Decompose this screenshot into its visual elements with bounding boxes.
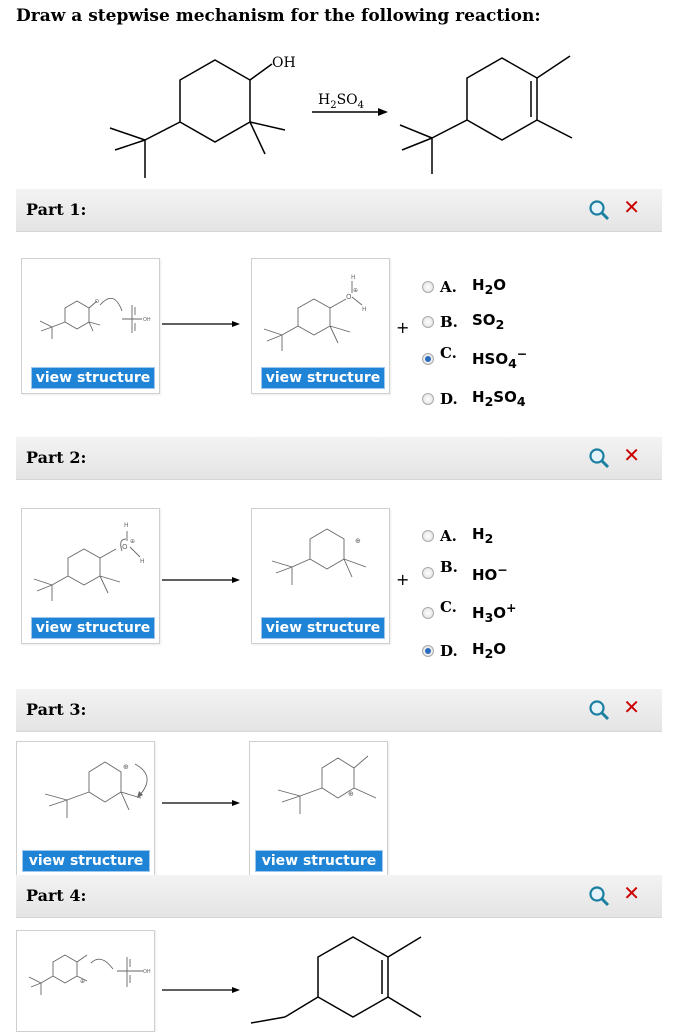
view-structure-button[interactable]: view structure	[261, 367, 385, 389]
radio-button[interactable]	[422, 392, 434, 405]
svg-text:O: O	[95, 299, 99, 305]
close-icon[interactable]: ✕	[623, 695, 640, 719]
svg-text:H: H	[140, 558, 145, 565]
magnifier-icon[interactable]	[588, 885, 610, 907]
radio-button[interactable]	[422, 567, 434, 579]
view-structure-button[interactable]: view structure	[31, 617, 155, 639]
part-4-header: Part 4: ✕	[16, 875, 662, 918]
part-4-reactant-box[interactable]: ⊕ OH	[16, 930, 155, 1032]
part-1-option-d[interactable]: D. H2SO4	[422, 388, 526, 409]
view-structure-button[interactable]: view structure	[255, 850, 383, 872]
close-icon[interactable]: ✕	[623, 881, 640, 905]
plus-sign: +	[396, 318, 410, 337]
question-title: Draw a stepwise mechanism for the follow…	[16, 6, 541, 26]
part-2-product-drawing: ⊕	[271, 528, 367, 585]
close-icon[interactable]: ✕	[623, 443, 640, 467]
radio-button-selected[interactable]	[422, 644, 434, 657]
plus-sign: +	[396, 570, 410, 589]
part-3-reactant-drawing: ⊕	[44, 761, 148, 818]
part-2-header: Part 2: ✕	[16, 437, 662, 480]
svg-text:H: H	[351, 274, 356, 281]
radio-button[interactable]	[422, 606, 434, 619]
svg-text:OH: OH	[143, 969, 151, 975]
reactant-ring	[179, 59, 251, 143]
magnifier-icon[interactable]	[588, 699, 610, 721]
part-3-arrow	[162, 800, 240, 806]
part-2-product-box[interactable]: ⊕ view structure	[251, 508, 390, 644]
part-4-arrow	[162, 987, 240, 993]
part-1-product-drawing: H O ⊕ H	[263, 274, 367, 351]
part-1-label: Part 1:	[26, 200, 87, 219]
radio-button[interactable]	[422, 529, 434, 542]
svg-text:H: H	[124, 522, 129, 529]
part-2-reactant-drawing: H O ⊕ H	[33, 522, 145, 601]
svg-text:⊕: ⊕	[130, 538, 135, 545]
part-2-option-c[interactable]: C. H3O+	[422, 598, 517, 625]
part-1-arrow	[162, 321, 240, 327]
part-4-label: Part 4:	[26, 886, 87, 905]
part-4-reactant-drawing: ⊕ OH	[28, 954, 151, 995]
radio-button-selected[interactable]	[422, 352, 434, 365]
part-1-option-a[interactable]: A. H2O	[422, 276, 506, 297]
svg-text:⊕: ⊕	[123, 763, 129, 771]
part-3-product-drawing: ⊕	[277, 755, 377, 814]
part-2-option-b[interactable]: B. HO−	[422, 558, 508, 584]
reagent-label: H2SO4	[318, 92, 364, 111]
svg-text:⊕: ⊕	[80, 978, 85, 985]
magnifier-icon[interactable]	[588, 199, 610, 221]
oh-label: OH	[272, 55, 296, 71]
svg-text:O: O	[346, 293, 352, 301]
part-2-option-a[interactable]: A. H2	[422, 525, 493, 546]
part-1-reactant-drawing: O OH	[39, 297, 151, 339]
part-2-label: Part 2:	[26, 448, 87, 467]
reaction-scheme: OH H2SO4	[109, 55, 573, 178]
part-2-arrow	[162, 577, 240, 583]
part-3-product-box[interactable]: ⊕ view structure	[249, 741, 388, 877]
part-1-option-c[interactable]: C. HSO4−	[422, 344, 527, 371]
product-ring	[466, 57, 538, 141]
svg-text:⊕: ⊕	[353, 287, 358, 294]
part-1-reactant-box[interactable]: O OH view structure	[21, 258, 160, 394]
svg-text:OH: OH	[143, 317, 151, 323]
part-3-reactant-box[interactable]: ⊕ view structure	[16, 741, 155, 877]
part-1-header: Part 1: ✕	[16, 189, 662, 232]
part-1-option-b[interactable]: B. SO2	[422, 311, 504, 332]
view-structure-button[interactable]: view structure	[261, 617, 385, 639]
part-4-product-drawing	[250, 936, 422, 1024]
part-3-label: Part 3:	[26, 700, 87, 719]
svg-text:H: H	[362, 306, 367, 313]
radio-button[interactable]	[422, 280, 434, 293]
part-1-product-box[interactable]: H O ⊕ H view structure	[251, 258, 390, 394]
close-icon[interactable]: ✕	[623, 195, 640, 219]
magnifier-icon[interactable]	[588, 447, 610, 469]
svg-text:⊕: ⊕	[348, 790, 354, 798]
radio-button[interactable]	[422, 315, 434, 328]
svg-text:O: O	[122, 543, 128, 551]
part-2-option-d[interactable]: D. H2O	[422, 640, 506, 661]
view-structure-button[interactable]: view structure	[31, 367, 155, 389]
part-3-header: Part 3: ✕	[16, 689, 662, 732]
view-structure-button[interactable]: view structure	[22, 850, 150, 872]
svg-text:⊕: ⊕	[355, 537, 361, 545]
part-2-reactant-box[interactable]: H O ⊕ H view structure	[21, 508, 160, 644]
